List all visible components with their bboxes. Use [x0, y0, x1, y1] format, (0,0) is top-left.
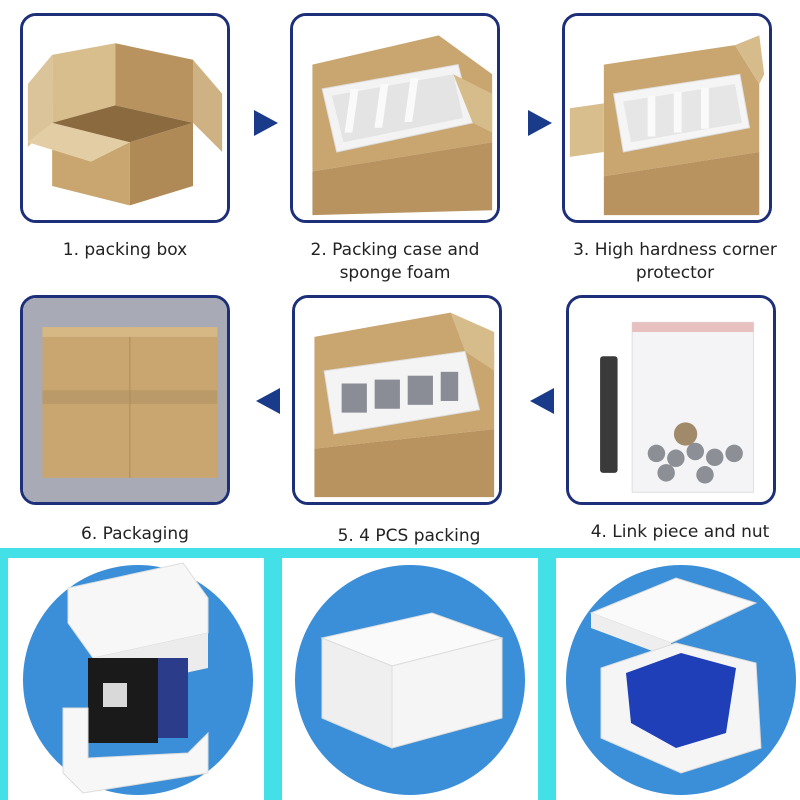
step-1-caption: 1. packing box: [62, 240, 188, 260]
box-with-four-cells-image: [295, 298, 499, 502]
step-2-caption: 2. Packing case and sponge foam: [310, 240, 480, 283]
foam-wrapped-battery-image: [8, 558, 264, 800]
foam-block-image: [282, 558, 538, 800]
left-arrow-icon: [528, 386, 556, 416]
step-2-photo-card: [290, 13, 500, 223]
link-pieces-and-nuts-bag-image: [569, 298, 773, 502]
step-4-photo-card: [566, 295, 776, 505]
step-3-caption: 3. High hardness corner protector: [573, 240, 777, 283]
foam-box-with-blue-battery-image: [556, 558, 800, 800]
step-6-caption: 6. Packaging: [81, 524, 189, 544]
open-cardboard-box-image: [23, 16, 227, 220]
step-5-caption: 5. 4 PCS packing: [337, 526, 481, 546]
box-with-sponge-foam-image: [293, 16, 497, 220]
foam-open-blue-panel: [556, 558, 800, 800]
foam-block-panel: [282, 558, 538, 800]
right-arrow-icon: [526, 108, 554, 138]
foam-cover-battery-panel: [8, 558, 264, 800]
step-3-photo-card: [562, 13, 772, 223]
step-5-photo-card: [292, 295, 502, 505]
step-1-photo-card: [20, 13, 230, 223]
step-4-caption: 4. Link piece and nut: [590, 522, 770, 542]
left-arrow-icon: [254, 386, 282, 416]
sealed-box-image: [23, 298, 227, 502]
right-arrow-icon: [252, 108, 280, 138]
box-with-corner-protector-image: [565, 16, 769, 220]
step-6-photo-card: [20, 295, 230, 505]
